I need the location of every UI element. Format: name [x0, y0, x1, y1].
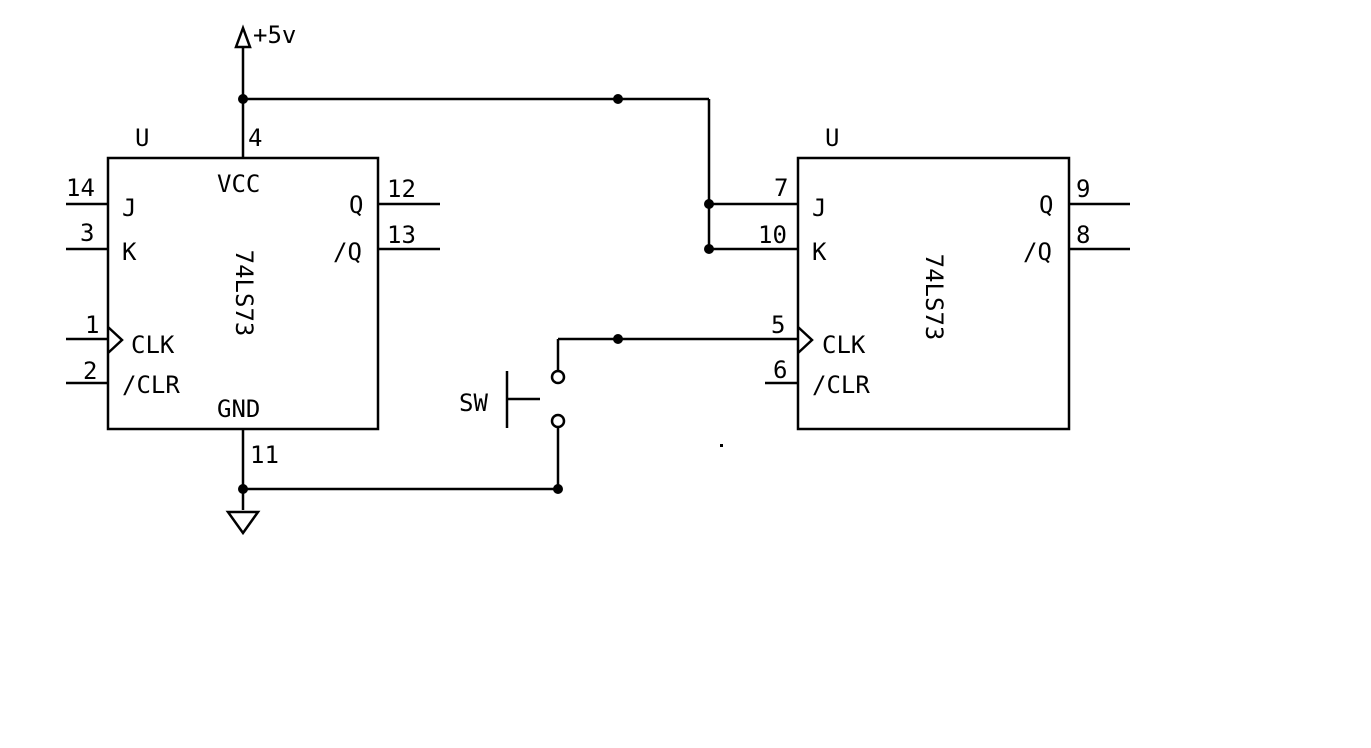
- chip2-ref: U: [825, 124, 839, 152]
- vcc-supply-label: +5v: [253, 21, 296, 49]
- chip2-body: [796, 156, 1071, 431]
- chip1-pin14-number: 14: [66, 174, 95, 202]
- switch-contact-top: [550, 369, 566, 385]
- ground-icon: [225, 510, 261, 536]
- chip1-pin12-number: 12: [387, 175, 416, 203]
- chip1-pin-q-label: Q: [349, 191, 363, 219]
- chip2-pin-k-label: K: [812, 238, 827, 266]
- pushbutton-switch[interactable]: SW: [459, 339, 566, 489]
- chip1-pin13-number: 13: [387, 221, 416, 249]
- chip2-part-number: 74LS73: [920, 254, 948, 341]
- clock-wire: [558, 334, 798, 344]
- vcc-bus: [238, 94, 798, 254]
- chip2-clock-triangle-icon: [797, 326, 814, 354]
- chip2-pin7-number: 7: [774, 174, 788, 202]
- stray-mark: [720, 444, 723, 447]
- chip1-ref: U: [135, 124, 149, 152]
- chip1-vcc-pin-number: 4: [248, 124, 262, 152]
- chip2-pin-clr-label: /CLR: [812, 371, 870, 399]
- junction-dot: [704, 199, 714, 209]
- chip2-pin-j-label: J: [812, 194, 826, 222]
- chip2-pin-q-label: Q: [1039, 191, 1053, 219]
- switch-contact-bottom: [550, 413, 566, 429]
- junction-dot: [613, 334, 623, 344]
- ground-bus: [225, 484, 563, 536]
- chip1-pin-j-label: J: [122, 194, 136, 222]
- chip1-clock-triangle-icon: [107, 326, 124, 354]
- chip2-pin8-number: 8: [1076, 221, 1090, 249]
- chip2-pin-nq-label: /Q: [1023, 238, 1052, 266]
- junction-dot: [613, 94, 623, 104]
- chip1-pin-clk-label: CLK: [131, 331, 175, 359]
- switch-label: SW: [459, 389, 488, 417]
- chip2-pin-clk-label: CLK: [822, 331, 866, 359]
- chip1-pin-clr-label: /CLR: [122, 371, 180, 399]
- chip1-pin-k-label: K: [122, 238, 137, 266]
- vcc-supply-symbol: +5v: [234, 21, 296, 158]
- chip1-pin2-number: 2: [83, 357, 97, 385]
- chip1-pin1-number: 1: [85, 311, 99, 339]
- vcc-arrow-icon: [234, 24, 252, 49]
- chip2-pin10-number: 10: [758, 221, 787, 249]
- chip1-gnd-pin-number: 11: [250, 441, 279, 469]
- chip1-part-number: 74LS73: [230, 250, 258, 337]
- chip2[interactable]: U 74LS73 7 J 10 K 5 CLK 6 /CLR 9 Q 8 /Q: [758, 124, 1130, 431]
- chip1-pin3-number: 3: [80, 219, 94, 247]
- chip2-pin6-number: 6: [773, 356, 787, 384]
- junction-dot: [238, 94, 248, 104]
- chip1-gnd-label: GND: [217, 395, 260, 423]
- junction-dot: [704, 244, 714, 254]
- chip2-pin5-number: 5: [771, 311, 785, 339]
- chip2-pin9-number: 9: [1076, 175, 1090, 203]
- chip1[interactable]: U 4 VCC GND 74LS73 14 J 3 K 1 CLK 2 /CLR…: [66, 124, 440, 510]
- chip1-pin-nq-label: /Q: [333, 238, 362, 266]
- chip1-vcc-label: VCC: [217, 170, 260, 198]
- junction-dot: [238, 484, 248, 494]
